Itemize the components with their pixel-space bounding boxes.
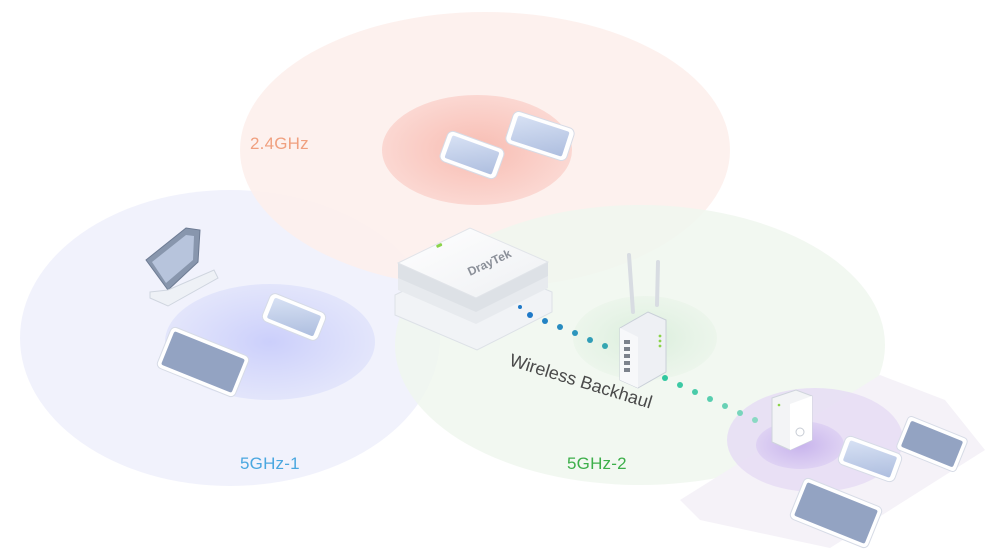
band-label-2-4ghz: 2.4GHz [250, 134, 309, 153]
port-row [624, 340, 630, 372]
band-label-5ghz-2: 5GHz-2 [567, 454, 627, 473]
backhaul-link [527, 312, 758, 423]
phone-icon [261, 293, 327, 341]
band-label-5ghz-1: 5GHz-1 [240, 454, 300, 473]
phone-icon [505, 111, 575, 161]
phone-icon [439, 130, 505, 180]
router-device: DrayTek [394, 227, 553, 351]
tablet-icon [896, 416, 968, 472]
range-extender-device [771, 389, 813, 451]
phone-icon [837, 435, 903, 483]
laptop-icon [145, 227, 219, 307]
tablet-icon [789, 477, 883, 549]
access-point-device [619, 253, 667, 389]
tablet-icon [156, 326, 250, 398]
